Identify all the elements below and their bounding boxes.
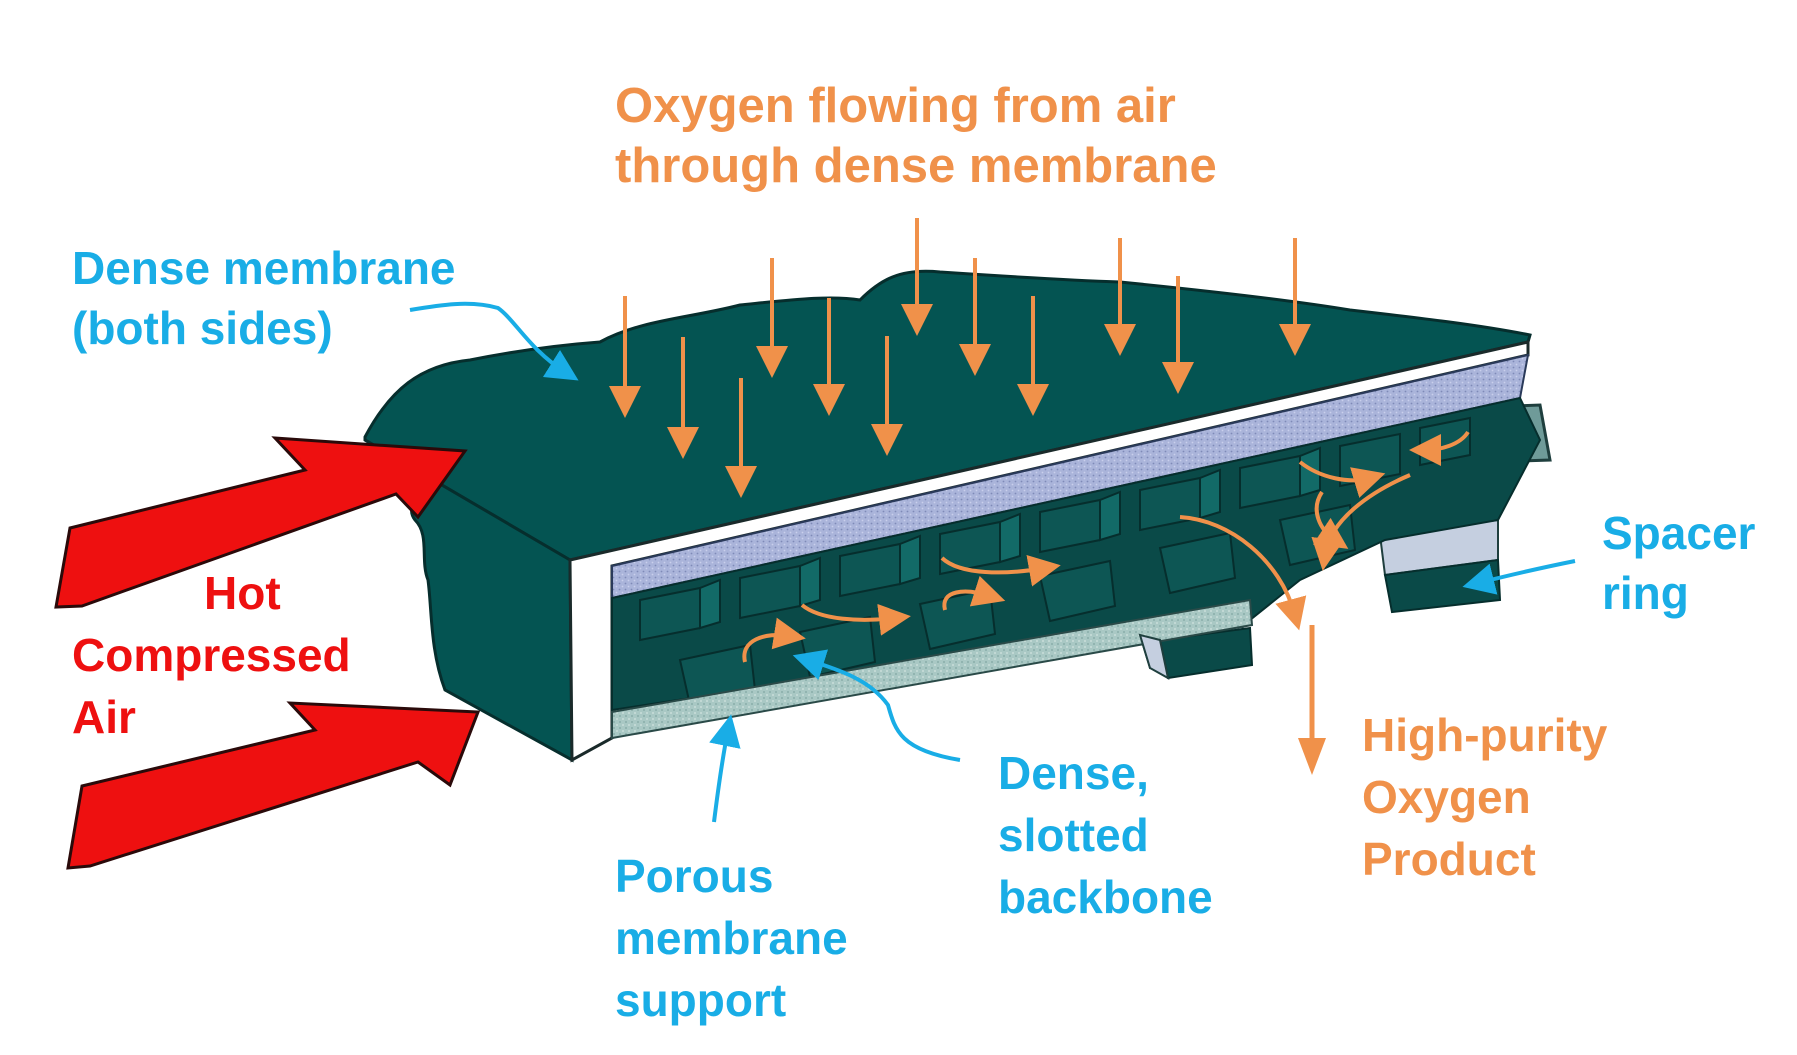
oxygen-channel-flow-arrows [742,430,1470,663]
oxygen-product-label-line-3: Product [1362,833,1536,885]
porous-support-label: Porous membrane support [615,853,848,1023]
spacer-ring-label-line-2: ring [1602,567,1689,619]
oxygen-flow-arrows [609,218,1311,498]
dense-membrane-top [363,269,1532,562]
dense-membrane-label-line-1: Dense membrane [72,242,456,294]
oxygen-product-arrow [1298,625,1326,775]
porous-support-label-line-2: membrane [615,912,848,964]
bottom-spacer [1138,633,1170,680]
callout-arrows [409,301,1576,823]
hot-compressed-air-label-line-3: Air [72,691,136,743]
oxygen-flow-label-line-2: through dense membrane [615,139,1217,193]
spacer-ring-label: Spacer ring [1602,510,1755,616]
oxygen-flow-label-line-1: Oxygen flowing from air [615,79,1176,133]
porous-support-label-line-1: Porous [615,850,774,902]
hot-air-arrows [54,436,481,870]
hot-compressed-air-label-line-2: Compressed [72,629,351,681]
hot-compressed-air-label-line-1: Hot [204,567,281,619]
oxygen-product-label-line-2: Oxygen [1362,771,1531,823]
dense-membrane-label-line-2: (both sides) [72,302,333,354]
porous-support-label-line-3: support [615,974,787,1026]
dense-membrane-label: Dense membrane (both sides) [72,245,456,351]
slotted-backbone-label-line-2: slotted [998,809,1149,861]
porous-layer-bottom [611,598,1254,740]
spacer-ring-label-line-1: Spacer [1602,507,1756,559]
hot-compressed-air-label: Hot Compressed Air [72,570,351,740]
oxygen-product-label-line-1: High-purity [1362,709,1608,761]
oxygen-flow-label: Oxygen flowing from air through dense me… [615,82,1217,191]
oxygen-product-label: High-purity Oxygen Product [1362,712,1607,882]
slotted-backbone-label-line-1: Dense, [998,747,1149,799]
slotted-backbone-label: Dense, slotted backbone [998,750,1213,920]
slotted-backbone-label-line-3: backbone [998,871,1213,923]
